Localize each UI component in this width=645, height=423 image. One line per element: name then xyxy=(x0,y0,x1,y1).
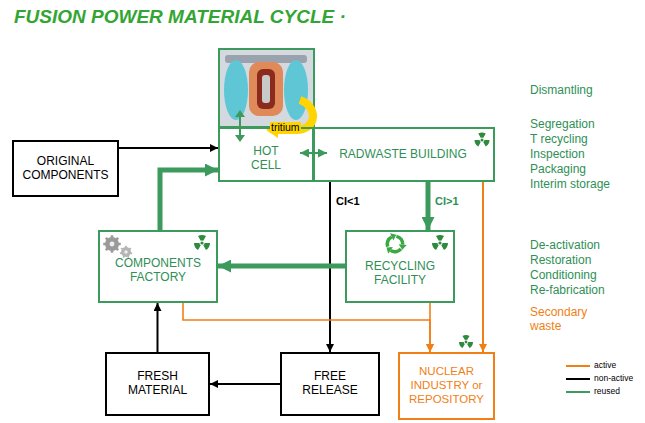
release-box: FREE RELEASE xyxy=(280,352,380,416)
gear-symbol xyxy=(103,235,121,253)
box-text: HOT CELL xyxy=(246,144,286,172)
step-label: De-activation xyxy=(530,238,600,252)
source-box: ORIGINAL COMPONENTS xyxy=(12,140,119,197)
tokamak-illustration xyxy=(219,49,314,127)
factory-box: COMPONENTS FACTORY xyxy=(98,230,218,303)
box-text: FRESH MATERIAL xyxy=(118,369,198,397)
flow-connector xyxy=(429,303,431,352)
material-box: FRESH MATERIAL xyxy=(105,352,210,416)
diagram-title: FUSION POWER MATERIAL CYCLE · xyxy=(14,6,346,28)
hot-cell-box: HOT CELL xyxy=(218,127,314,182)
flow-connector xyxy=(183,303,430,352)
step-label: Conditioning xyxy=(530,268,597,282)
radiation-symbol xyxy=(432,235,448,251)
transfer-arrow xyxy=(235,110,245,142)
radiation-symbol xyxy=(194,235,210,251)
legend-entry: non-active xyxy=(566,373,633,383)
step-label: Interim storage xyxy=(530,177,610,191)
flow-connector xyxy=(210,383,280,385)
legend-line xyxy=(566,378,590,380)
note-label: Secondary waste xyxy=(530,305,596,333)
step-label: Dismantling xyxy=(530,83,593,97)
radiation-symbol xyxy=(475,133,490,148)
recycling-box: RECYCLING FACILITY xyxy=(345,230,455,303)
edge-label: CI>1 xyxy=(435,195,459,207)
radwaste-box: RADWASTE BUILDING xyxy=(313,127,495,182)
legend-line xyxy=(566,365,590,367)
flow-connector xyxy=(160,170,218,230)
flow-label: tritium xyxy=(270,122,301,133)
step-label: Re-fabrication xyxy=(530,283,605,297)
step-label: Segregation xyxy=(530,117,595,131)
edge-label: CI<1 xyxy=(336,195,360,207)
box-text: RECYCLING FACILITY xyxy=(355,259,445,287)
box-text: RADWASTE BUILDING xyxy=(339,147,467,161)
step-label: T recycling xyxy=(530,132,588,146)
legend-text: active xyxy=(594,360,616,370)
flow-connector xyxy=(218,264,345,269)
box-text: NUCLEAR INDUSTRY or REPOSITORY xyxy=(405,364,489,406)
legend-entry: reused xyxy=(566,386,620,396)
recycle-symbol xyxy=(386,233,407,253)
legend-text: non-active xyxy=(594,373,633,383)
box-text: ORIGINAL COMPONENTS xyxy=(18,154,113,182)
box-text: COMPONENTS FACTORY xyxy=(108,256,208,284)
tritium-arrow xyxy=(266,100,313,138)
flow-connector xyxy=(482,182,484,352)
step-label: Packaging xyxy=(530,162,586,176)
legend-text: reused xyxy=(594,386,620,396)
radiation-symbol xyxy=(459,335,473,349)
flow-connector xyxy=(426,182,431,230)
flow-connector xyxy=(119,147,218,149)
step-label: Inspection xyxy=(530,147,585,161)
step-label: Restoration xyxy=(530,253,591,267)
box-text: FREE RELEASE xyxy=(295,369,365,397)
repository-box: NUCLEAR INDUSTRY or REPOSITORY xyxy=(398,352,495,420)
flow-connector xyxy=(157,303,159,352)
legend-line xyxy=(566,391,590,393)
legend-entry: active xyxy=(566,360,616,370)
